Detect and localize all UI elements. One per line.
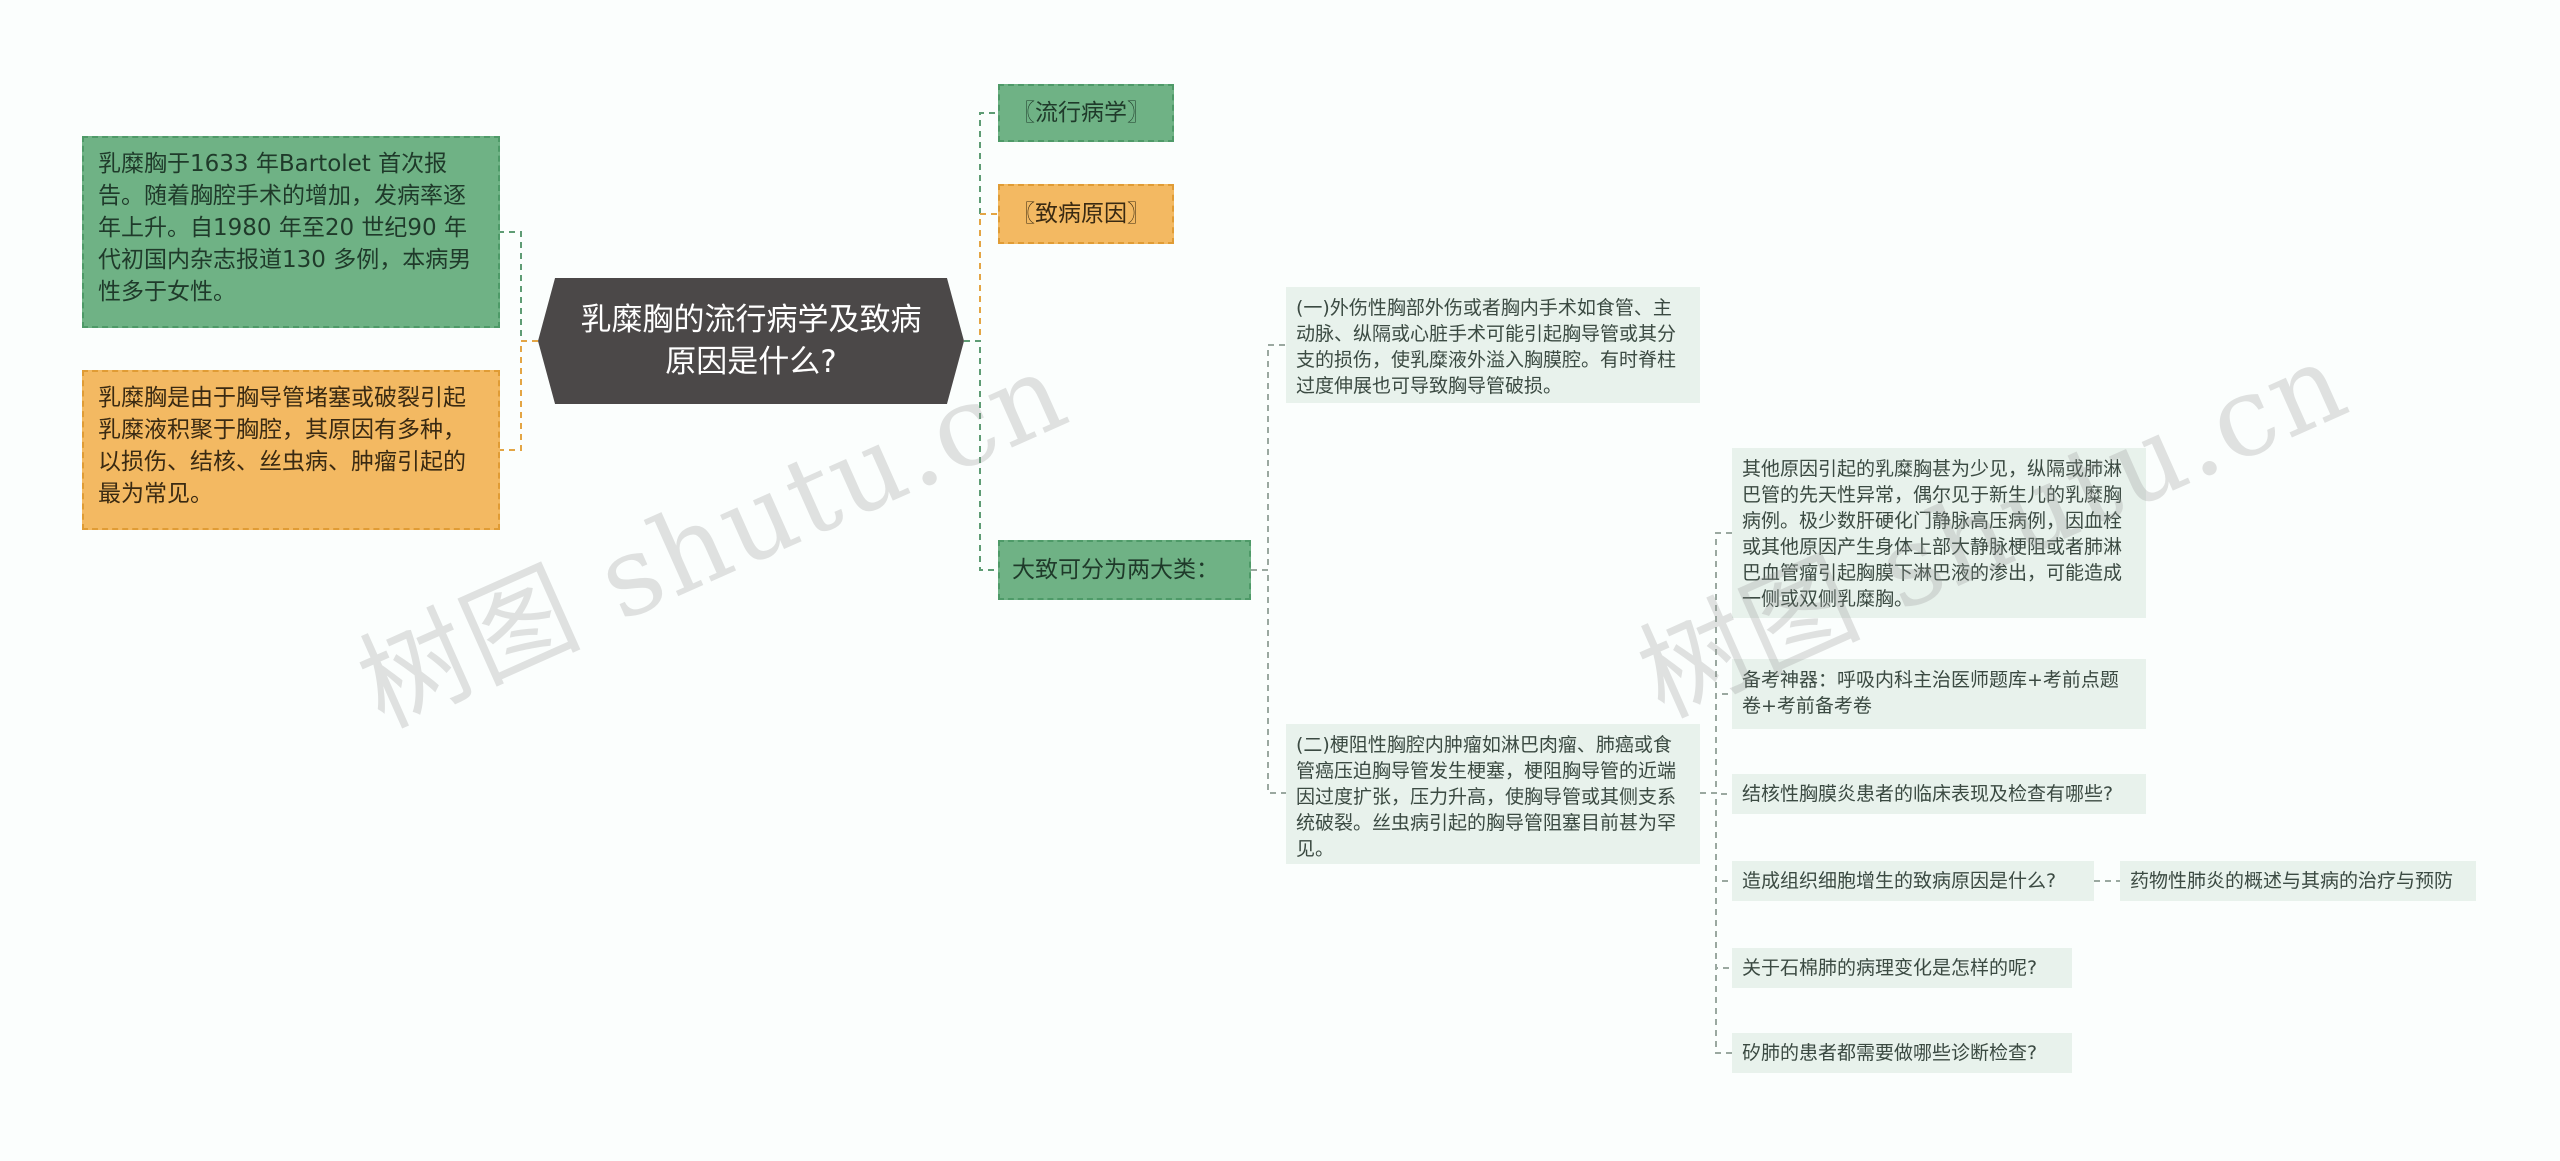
type2-child-1-text: 其他原因引起的乳糜胸甚为少见，纵隔或肺淋巴管的先天性异常，偶尔见于新生儿的乳糜胸… xyxy=(1742,458,2123,610)
link-root-two-types xyxy=(964,340,998,571)
type2-child-4[interactable]: 造成组织细胞增生的致病原因是什么? xyxy=(1732,861,2094,901)
two-types-label: 大致可分为两大类： xyxy=(1012,557,1219,583)
link-root-epidemiology xyxy=(964,112,998,342)
type2-text: (二)梗阻性胸腔内肿瘤如淋巴肉瘤、肺癌或食管癌压迫胸导管发生梗塞，梗阻胸导管的近… xyxy=(1296,734,1677,860)
type1-text: (一)外伤性胸部外伤或者胸内手术如食管、主动脉、纵隔或心脏手术可能引起胸导管或其… xyxy=(1296,297,1677,397)
root-topic[interactable]: 乳糜胸的流行病学及致病原因是什么? xyxy=(538,278,964,404)
link-type2-child6 xyxy=(1700,792,1732,1054)
two-types-node[interactable]: 大致可分为两大类： xyxy=(998,540,1251,600)
type2-child-6-text: 矽肺的患者都需要做哪些诊断检查? xyxy=(1742,1042,2038,1064)
epidemiology-label-node[interactable]: 〖流行病学〗 xyxy=(998,84,1174,142)
leaf-text: 药物性肺炎的概述与其病的治疗与预防 xyxy=(2130,870,2454,892)
link-two-types-type2 xyxy=(1251,569,1286,794)
type2-child-4-text: 造成组织细胞增生的致病原因是什么? xyxy=(1742,870,2057,892)
type2-child-6[interactable]: 矽肺的患者都需要做哪些诊断检查? xyxy=(1732,1033,2072,1073)
type2-child-2-text: 备考神器：呼吸内科主治医师题库+考前点题卷+考前备考卷 xyxy=(1742,669,2119,717)
link-type2-child1 xyxy=(1700,532,1732,794)
left-cause-node[interactable]: 乳糜胸是由于胸导管堵塞或破裂引起乳糜液积聚于胸腔，其原因有多种，以损伤、结核、丝… xyxy=(82,370,500,530)
epidemiology-label: 〖流行病学〗 xyxy=(1012,100,1150,126)
left-epidemiology-text: 乳糜胸于1633 年Bartolet 首次报告。随着胸腔手术的增加，发病率逐年上… xyxy=(98,151,472,305)
root-title: 乳糜胸的流行病学及致病原因是什么? xyxy=(580,302,922,380)
leaf-node[interactable]: 药物性肺炎的概述与其病的治疗与预防 xyxy=(2120,861,2476,901)
type2-child-3[interactable]: 结核性胸膜炎患者的临床表现及检查有哪些? xyxy=(1732,774,2146,814)
type2-child-3-text: 结核性胸膜炎患者的临床表现及检查有哪些? xyxy=(1742,783,2114,805)
link-root-left-epidemiology xyxy=(500,231,538,342)
type1-node[interactable]: (一)外伤性胸部外伤或者胸内手术如食管、主动脉、纵隔或心脏手术可能引起胸导管或其… xyxy=(1286,287,1700,403)
left-epidemiology-node[interactable]: 乳糜胸于1633 年Bartolet 首次报告。随着胸腔手术的增加，发病率逐年上… xyxy=(82,136,500,328)
type2-node[interactable]: (二)梗阻性胸腔内肿瘤如淋巴肉瘤、肺癌或食管癌压迫胸导管发生梗塞，梗阻胸导管的近… xyxy=(1286,724,1700,864)
cause-label-node[interactable]: 〖致病原因〗 xyxy=(998,184,1174,244)
link-two-types-type1 xyxy=(1251,344,1286,571)
cause-label: 〖致病原因〗 xyxy=(1012,201,1150,227)
link-type2-child2 xyxy=(1700,693,1732,794)
link-root-left-cause xyxy=(500,340,538,451)
type2-child-5-text: 关于石棉肺的病理变化是怎样的呢? xyxy=(1742,957,2038,979)
type2-child-2[interactable]: 备考神器：呼吸内科主治医师题库+考前点题卷+考前备考卷 xyxy=(1732,659,2146,729)
left-cause-text: 乳糜胸是由于胸导管堵塞或破裂引起乳糜液积聚于胸腔，其原因有多种，以损伤、结核、丝… xyxy=(98,385,466,507)
link-root-cause xyxy=(964,213,998,342)
type2-child-1[interactable]: 其他原因引起的乳糜胸甚为少见，纵隔或肺淋巴管的先天性异常，偶尔见于新生儿的乳糜胸… xyxy=(1732,448,2146,618)
type2-child-5[interactable]: 关于石棉肺的病理变化是怎样的呢? xyxy=(1732,948,2072,988)
